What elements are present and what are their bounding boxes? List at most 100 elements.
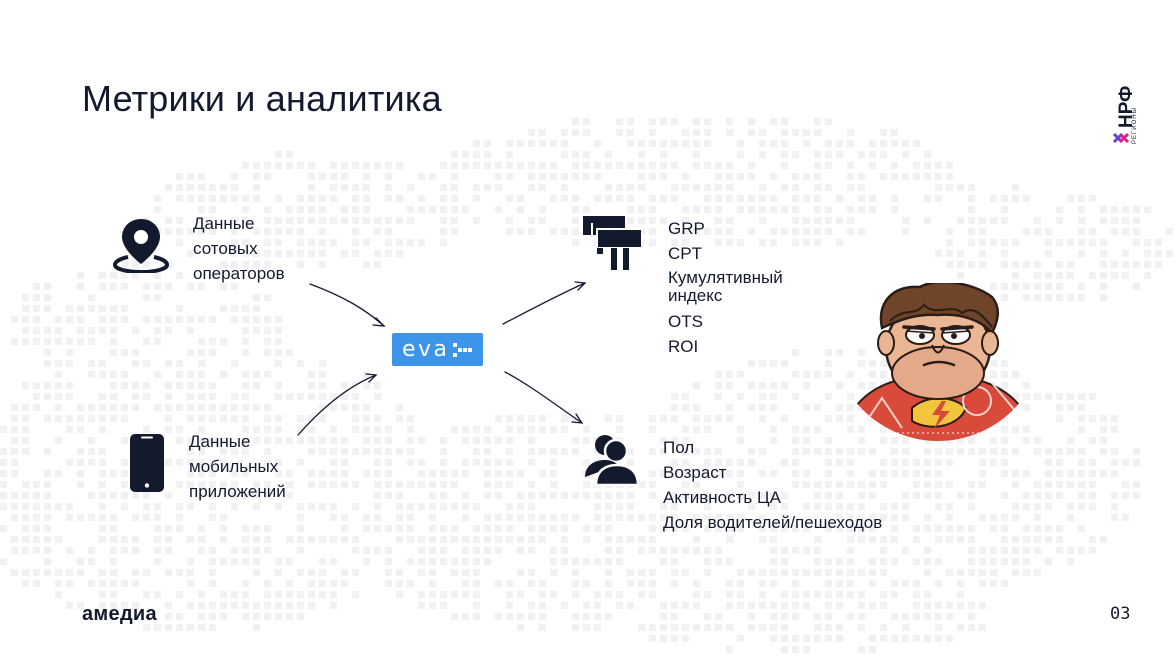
background-dot	[924, 591, 931, 598]
background-dot	[110, 580, 117, 587]
background-dot	[473, 558, 480, 565]
background-dot	[462, 580, 469, 587]
background-dot	[231, 558, 238, 565]
background-dot	[528, 459, 535, 466]
background-dot	[99, 448, 106, 455]
background-dot	[803, 382, 810, 389]
background-dot	[99, 503, 106, 510]
background-dot	[1133, 261, 1140, 268]
background-dot	[154, 283, 161, 290]
background-dot	[616, 162, 623, 169]
background-dot	[748, 195, 755, 202]
background-dot	[1100, 536, 1107, 543]
background-dot	[946, 261, 953, 268]
background-dot	[1078, 294, 1085, 301]
background-dot	[737, 371, 744, 378]
background-dot	[187, 371, 194, 378]
background-dot	[495, 470, 502, 477]
background-dot	[154, 195, 161, 202]
background-dot	[264, 173, 271, 180]
background-dot	[110, 536, 117, 543]
background-dot	[220, 261, 227, 268]
background-dot	[781, 591, 788, 598]
background-dot	[462, 536, 469, 543]
background-dot	[803, 404, 810, 411]
background-dot	[462, 613, 469, 620]
background-dot	[880, 437, 887, 444]
background-dot	[33, 294, 40, 301]
background-dot	[715, 514, 722, 521]
background-dot	[979, 558, 986, 565]
background-dot	[1111, 492, 1118, 499]
background-dot	[594, 525, 601, 532]
background-dot	[858, 514, 865, 521]
background-dot	[176, 481, 183, 488]
background-dot	[440, 239, 447, 246]
background-dot	[726, 228, 733, 235]
background-dot	[242, 217, 249, 224]
background-dot	[759, 525, 766, 532]
background-dot	[198, 448, 205, 455]
background-dot	[638, 151, 645, 158]
background-dot	[132, 382, 139, 389]
background-dot	[22, 316, 29, 323]
background-dot	[407, 415, 414, 422]
background-dot	[1078, 426, 1085, 433]
background-dot	[880, 140, 887, 147]
background-dot	[187, 624, 194, 631]
background-dot	[264, 613, 271, 620]
background-dot	[528, 437, 535, 444]
background-dot	[814, 492, 821, 499]
background-dot	[319, 448, 326, 455]
cartoon-character-illustration	[842, 283, 1034, 441]
background-dot	[165, 393, 172, 400]
background-dot	[704, 162, 711, 169]
background-dot	[264, 316, 271, 323]
background-dot	[1034, 283, 1041, 290]
smartphone-icon	[130, 434, 164, 492]
background-dot	[187, 602, 194, 609]
background-dot	[484, 481, 491, 488]
background-dot	[957, 602, 964, 609]
background-dot	[737, 481, 744, 488]
background-dot	[66, 316, 73, 323]
background-dot	[1078, 239, 1085, 246]
background-dot	[517, 547, 524, 554]
background-dot	[847, 415, 854, 422]
background-dot	[187, 184, 194, 191]
background-dot	[990, 371, 997, 378]
background-dot	[693, 514, 700, 521]
background-dot	[671, 492, 678, 499]
background-dot	[649, 415, 656, 422]
background-dot	[1089, 415, 1096, 422]
background-dot	[528, 547, 535, 554]
background-dot	[979, 514, 986, 521]
background-dot	[825, 525, 832, 532]
background-dot	[759, 569, 766, 576]
background-dot	[363, 514, 370, 521]
background-dot	[550, 470, 557, 477]
background-dot	[22, 514, 29, 521]
background-dot	[484, 536, 491, 543]
background-dot	[891, 437, 898, 444]
background-dot	[55, 580, 62, 587]
background-dot	[924, 569, 931, 576]
background-dot	[946, 481, 953, 488]
background-dot	[836, 635, 843, 642]
background-dot	[352, 393, 359, 400]
background-dot	[319, 415, 326, 422]
background-dot	[528, 140, 535, 147]
background-dot	[990, 437, 997, 444]
background-dot	[407, 558, 414, 565]
background-dot	[693, 140, 700, 147]
background-dot	[99, 459, 106, 466]
background-dot	[682, 140, 689, 147]
background-dot	[979, 261, 986, 268]
background-dot	[242, 239, 249, 246]
background-dot	[231, 393, 238, 400]
background-dot	[737, 173, 744, 180]
background-dot	[869, 371, 876, 378]
background-dot	[198, 316, 205, 323]
background-dot	[88, 360, 95, 367]
background-dot	[682, 470, 689, 477]
